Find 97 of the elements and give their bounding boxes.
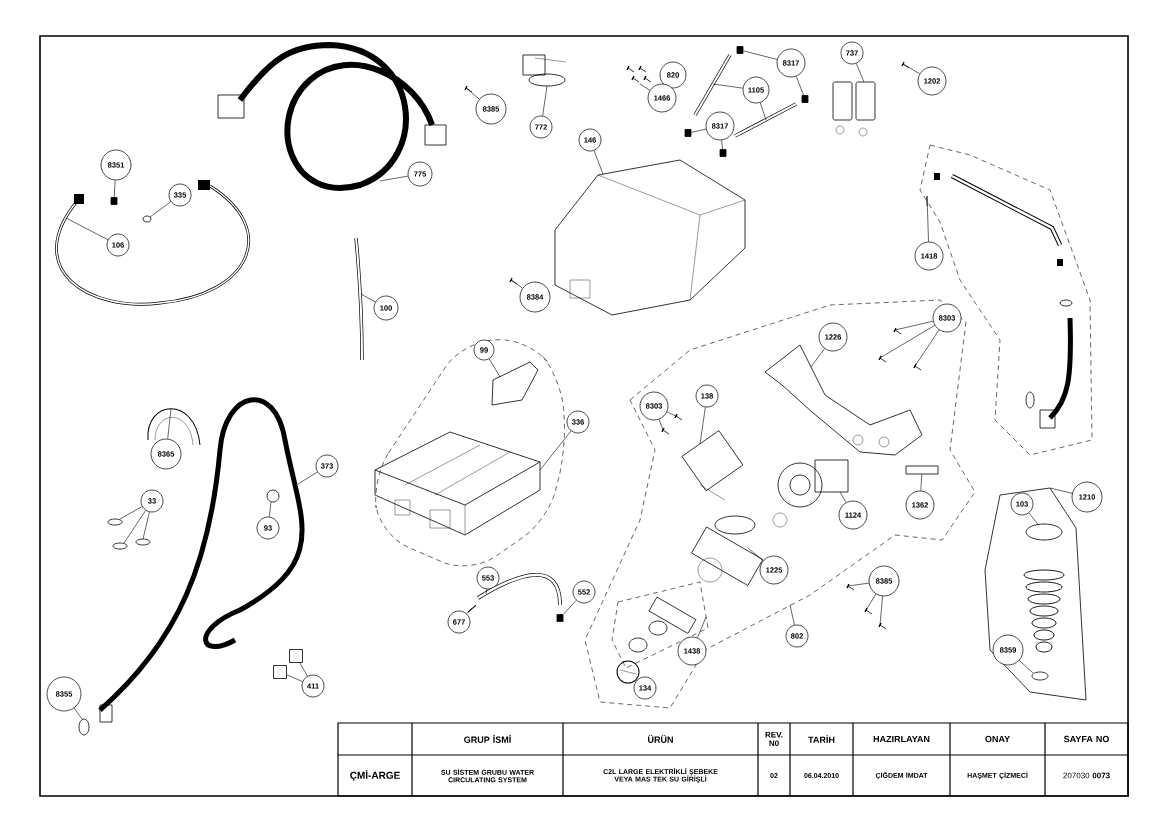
leader-line	[1019, 660, 1034, 674]
leader-line	[286, 674, 303, 682]
leader-line	[666, 411, 677, 417]
leader-line	[1049, 487, 1073, 494]
fuse-drawing	[905, 465, 939, 475]
screw-drawing	[864, 607, 873, 615]
pump-drawing	[681, 430, 744, 501]
leader-line	[926, 195, 929, 242]
leader-line	[1028, 512, 1039, 525]
drawer-drawing	[374, 431, 541, 536]
leader-line	[510, 279, 523, 289]
leader-line	[379, 175, 409, 182]
screw-drawing	[674, 413, 683, 421]
table-header: ÜRÜN	[648, 735, 673, 743]
leader-line	[167, 408, 172, 440]
leader-line	[847, 582, 870, 587]
leader-line	[810, 348, 825, 368]
leader-line	[539, 430, 572, 471]
tube-drawing	[734, 102, 797, 138]
clamp-drawing	[1031, 671, 1049, 681]
bracket-drawing	[764, 344, 923, 456]
siphon-drawing	[491, 361, 539, 406]
table-header: TARİH	[808, 735, 835, 743]
leader-line	[593, 150, 604, 175]
screw-drawing	[893, 327, 902, 335]
leader-line	[759, 102, 767, 121]
hose-drawing	[55, 180, 250, 306]
leader-line	[119, 506, 143, 520]
leader-line	[894, 320, 934, 331]
leader-line	[839, 491, 847, 503]
table-value: ÇMİ-ARGE	[350, 770, 400, 781]
table-header: SAYFA NO	[1063, 735, 1109, 743]
leader-line	[465, 87, 480, 100]
hose-drawing	[217, 42, 447, 191]
leader-line	[658, 419, 664, 431]
leader-line	[879, 596, 883, 626]
clip-drawing	[556, 614, 564, 622]
leader-line	[914, 329, 940, 367]
screw-drawing	[901, 61, 910, 69]
valve-drawing	[832, 81, 876, 137]
clamp-drawing	[78, 718, 90, 736]
leader-line	[902, 63, 920, 75]
cap-drawing	[616, 660, 640, 684]
pump-housing-drawing	[691, 512, 788, 586]
leader-line	[466, 607, 473, 614]
leader-line	[879, 325, 935, 359]
leader-line	[542, 85, 548, 117]
table-value: 207030 0073	[1063, 772, 1110, 779]
leader-line	[149, 201, 172, 218]
table-header: REV. N0	[765, 731, 783, 747]
leader-line	[697, 616, 707, 639]
clip-drawing	[684, 129, 692, 137]
table-header: HAZIRLAYAN	[873, 735, 930, 743]
screw-drawing	[464, 85, 473, 93]
leader-line	[856, 63, 865, 83]
leader-line	[65, 217, 109, 241]
drain-hose-drawing	[98, 397, 305, 723]
leader-line	[299, 662, 308, 677]
table-header: GRUP İSMİ	[464, 735, 511, 743]
screw-drawing	[878, 355, 887, 363]
pump-drawing	[777, 459, 849, 508]
leader-line	[743, 50, 778, 60]
screw-drawing	[878, 622, 887, 630]
leader-line	[269, 501, 272, 518]
leader-line	[639, 83, 651, 91]
leader-line	[789, 604, 795, 626]
table-header: ONAY	[985, 735, 1010, 743]
leader-line	[123, 510, 146, 544]
leader-line	[747, 547, 764, 562]
leader-line	[142, 511, 150, 540]
screw-drawing	[846, 583, 855, 591]
leader-line	[488, 358, 501, 378]
screws-drawing	[626, 65, 652, 83]
leader-line	[795, 76, 804, 96]
leader-line	[691, 128, 707, 133]
leader-line	[865, 593, 877, 611]
leader-line	[563, 600, 577, 615]
tube-drawing	[354, 237, 364, 361]
screw-drawing	[661, 427, 670, 435]
leader-line	[920, 474, 923, 491]
leader-line	[721, 139, 723, 150]
leader-line	[485, 588, 487, 595]
leader-line	[113, 180, 116, 198]
leader-line	[699, 406, 706, 445]
clip-drawing	[719, 149, 727, 157]
dispenser-housing-drawing	[554, 159, 746, 316]
leader-line	[297, 471, 318, 485]
clip-drawing	[736, 46, 744, 54]
screw-drawing	[913, 363, 922, 371]
leader-line	[712, 83, 744, 89]
tube-drawing	[693, 54, 732, 116]
ring-drawing	[1025, 523, 1063, 541]
leader-line	[73, 707, 83, 720]
clip-drawing	[801, 95, 809, 103]
tube-drawing	[477, 572, 562, 606]
pressure-switch-drawing	[522, 54, 567, 87]
leader-line	[360, 293, 376, 303]
